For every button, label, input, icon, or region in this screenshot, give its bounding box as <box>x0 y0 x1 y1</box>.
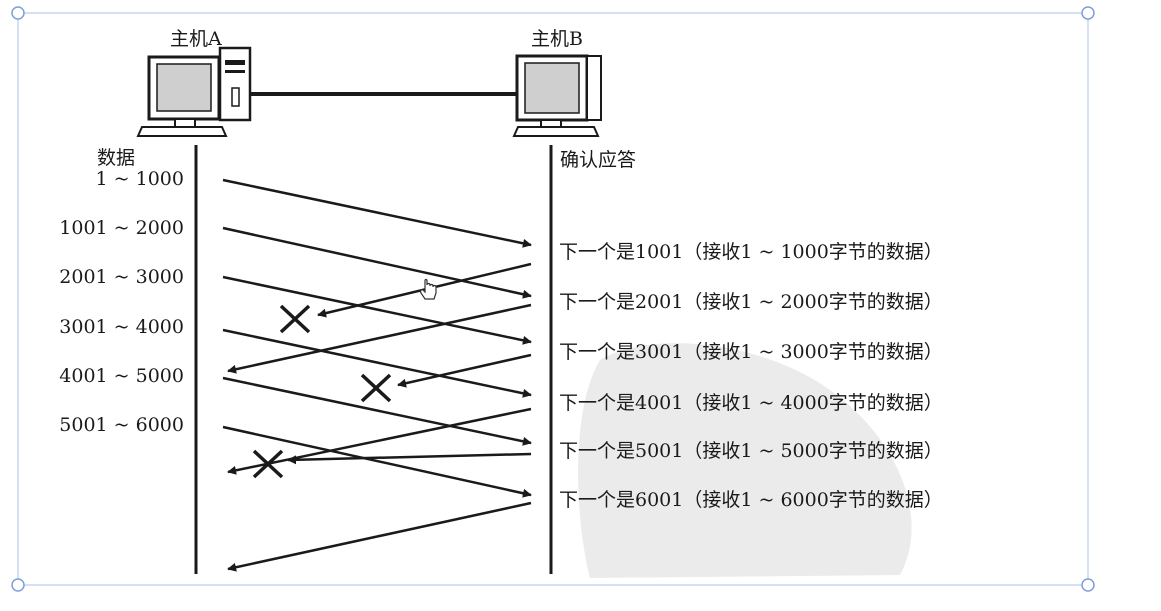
segment-label-3: 2001 ~ 3000 <box>59 266 184 288</box>
data-arrow-1 <box>222 178 532 248</box>
ack-label-5: 下一个是5001（接收1 ~ 5000字节的数据） <box>559 440 943 462</box>
ack-column-header: 确认应答 <box>560 149 637 171</box>
segment-label-6: 5001 ~ 6000 <box>59 414 184 436</box>
frame-handle-top-left[interactable] <box>11 6 25 20</box>
ack-label-6: 下一个是6001（接收1 ~ 6000字节的数据） <box>559 489 943 511</box>
hand-cursor-icon <box>420 278 437 300</box>
lost-ack-x-icon <box>279 304 311 334</box>
lost-ack-x-icon <box>360 373 392 403</box>
computer-a-icon <box>136 46 252 137</box>
ack-label-1: 下一个是1001（接收1 ~ 1000字节的数据） <box>559 241 943 263</box>
ack-label-4: 下一个是4001（接收1 ~ 4000字节的数据） <box>559 392 943 414</box>
segment-label-1: 1 ~ 1000 <box>95 168 184 190</box>
frame-handle-bottom-left[interactable] <box>11 578 25 592</box>
data-arrow-5 <box>222 376 532 446</box>
computer-b-icon <box>512 54 602 137</box>
data-arrow-6 <box>222 425 532 498</box>
data-arrows <box>222 178 532 498</box>
ack-arrow-3-lost <box>397 353 532 388</box>
ack-label-2: 下一个是2001（接收1 ~ 2000字节的数据） <box>559 291 943 313</box>
host-a-label: 主机A <box>170 28 222 50</box>
ack-label-3: 下一个是3001（接收1 ~ 3000字节的数据） <box>559 341 943 363</box>
frame-handle-bottom-right[interactable] <box>1081 578 1095 592</box>
host-b-label: 主机B <box>531 28 583 50</box>
ack-arrow-6 <box>227 501 532 572</box>
data-column-header: 数据 <box>97 147 136 169</box>
segment-label-5: 4001 ~ 5000 <box>59 365 184 387</box>
segment-label-4: 3001 ~ 4000 <box>59 316 184 338</box>
ack-arrow-5-lost <box>287 452 532 465</box>
data-arrow-4 <box>222 328 532 398</box>
ack-arrow-4 <box>227 407 532 475</box>
data-arrow-2 <box>222 226 532 299</box>
ack-arrow-2 <box>227 303 532 374</box>
data-arrow-3 <box>222 275 532 345</box>
segment-label-2: 1001 ~ 2000 <box>59 217 184 239</box>
lost-ack-x-icon <box>252 449 284 479</box>
selection-frame[interactable] <box>17 12 1089 586</box>
frame-handle-top-right[interactable] <box>1081 6 1095 20</box>
lost-markers <box>252 304 392 479</box>
watermark-seal <box>578 343 912 578</box>
